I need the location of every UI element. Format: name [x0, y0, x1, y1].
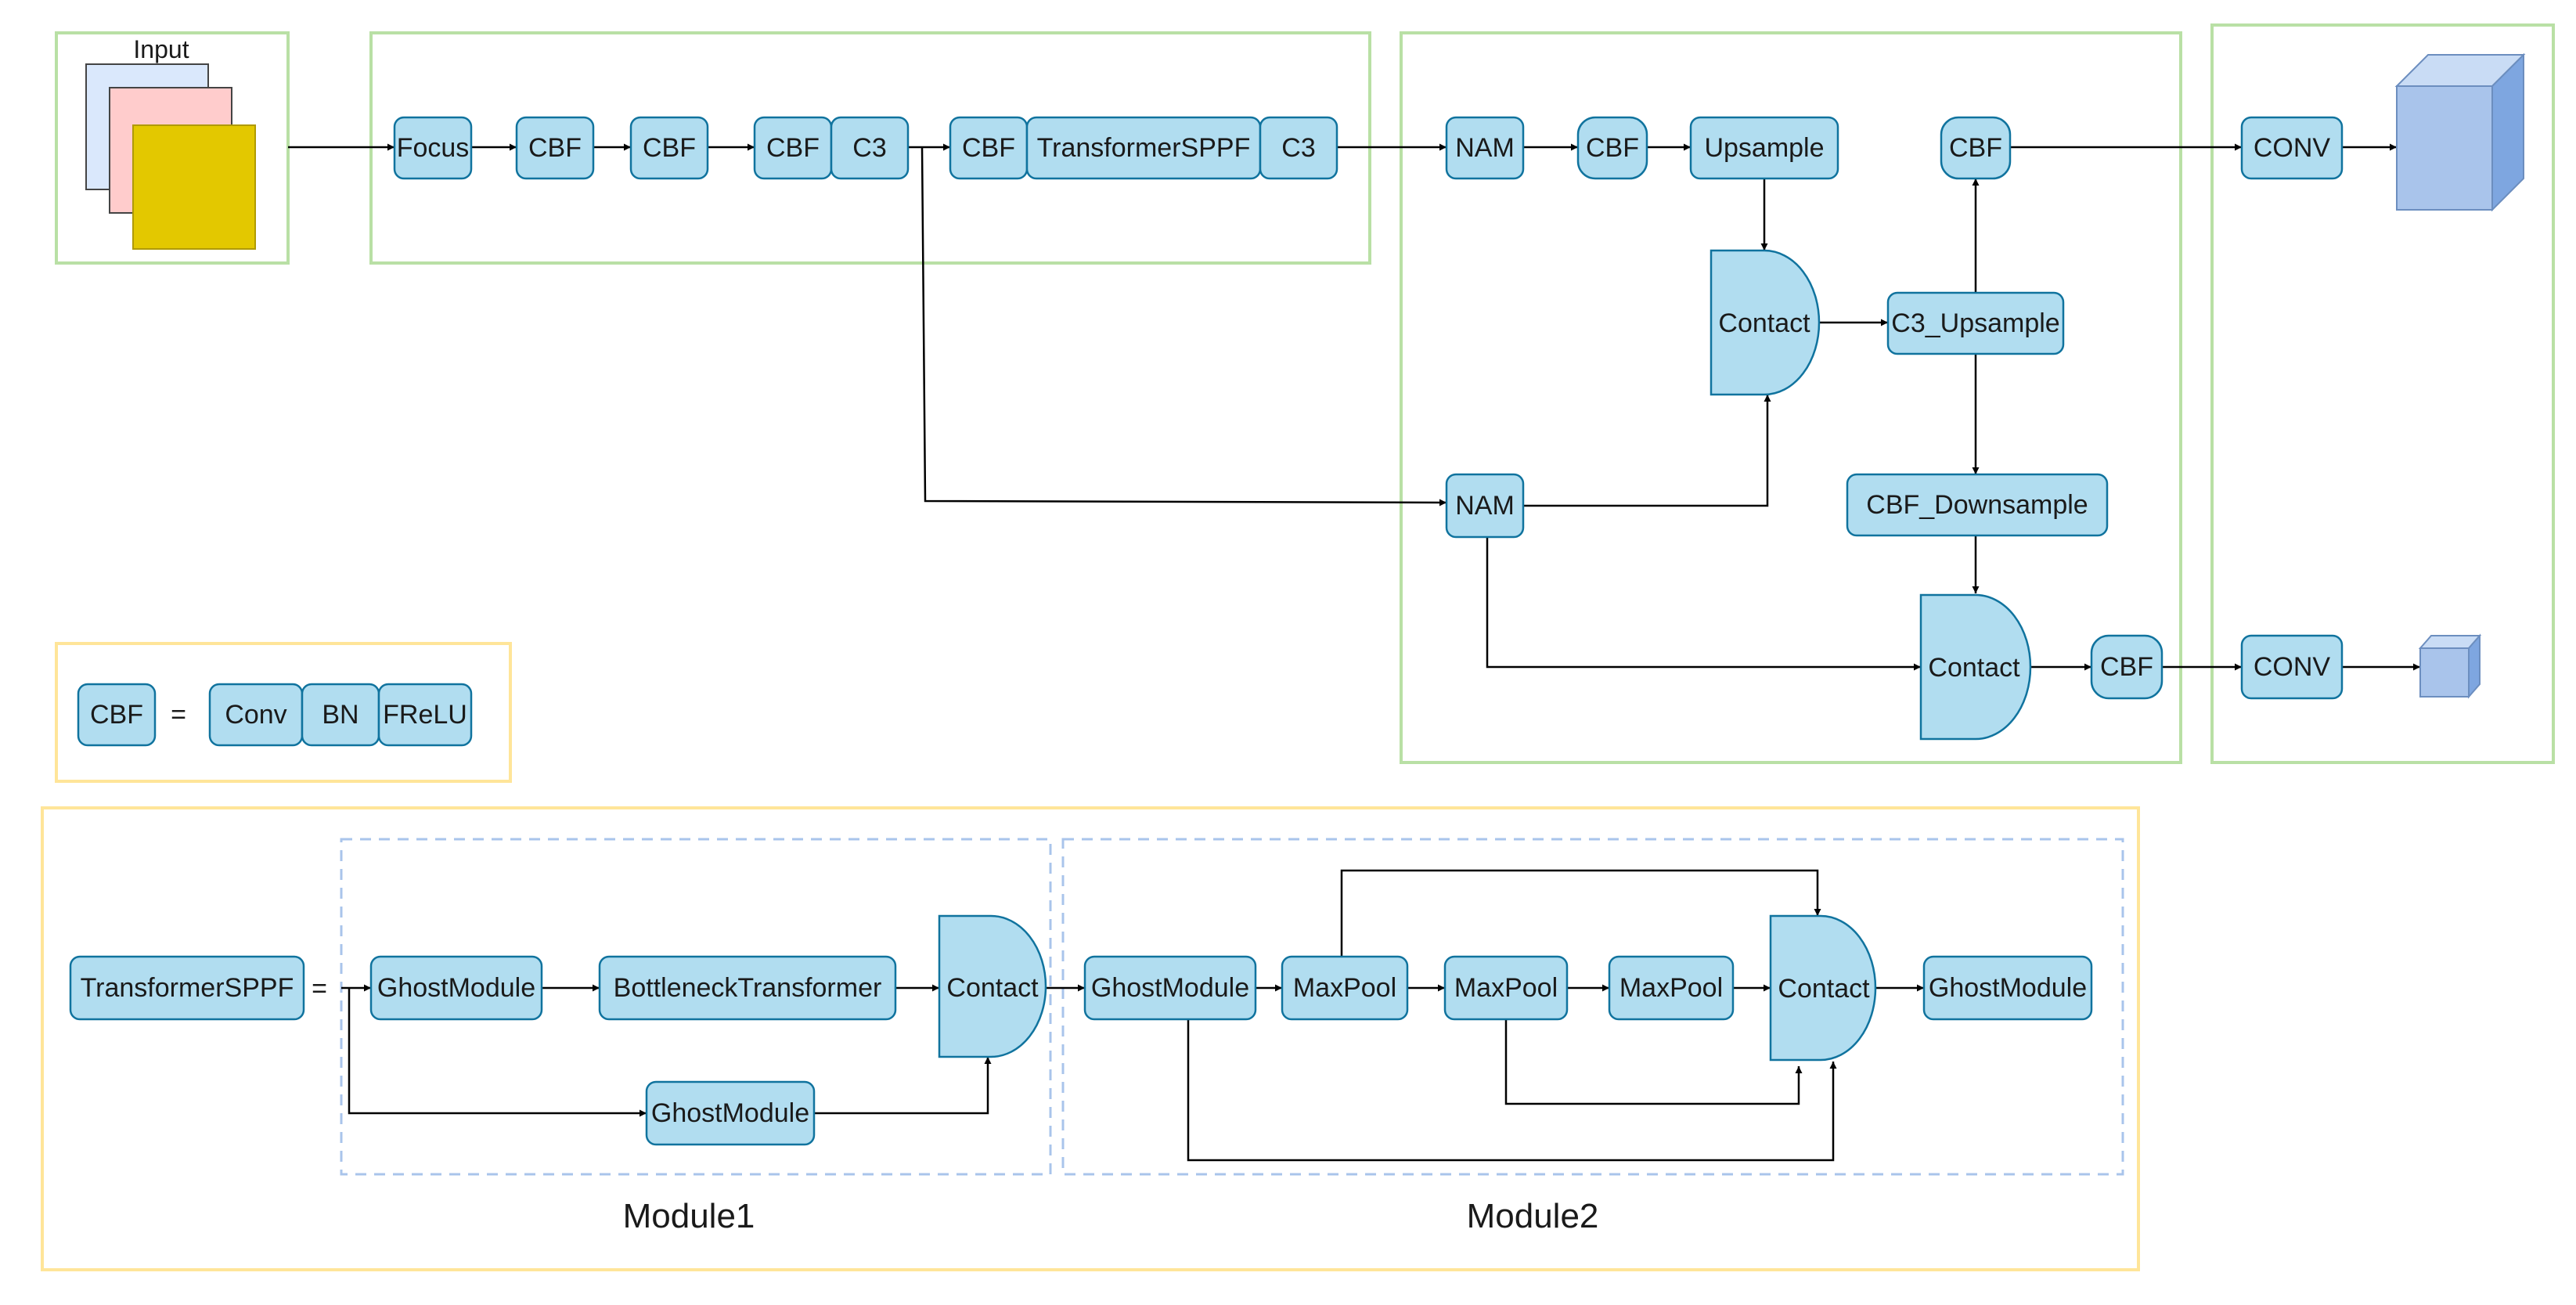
- detail-tsppf-label: TransformerSPPF: [81, 973, 294, 1003]
- edge-c3a-nam2: [921, 146, 1447, 506]
- edge-m1ghost2-m1contact: [814, 1057, 992, 1115]
- cbf-label-1: CBF: [528, 133, 582, 163]
- head-region: [2210, 23, 2555, 764]
- contact-label-1: Contact: [1718, 308, 1810, 338]
- m1-ghostmodule-label-2: GhostModule: [651, 1098, 809, 1128]
- m2-maxpool-label-2: MaxPool: [1454, 973, 1558, 1003]
- m2-contact-node: Contact: [1769, 914, 1877, 1062]
- cbf-label-3: CBF: [766, 133, 820, 163]
- m1-bottleneck-label: BottleneckTransformer: [614, 973, 882, 1003]
- module2-region: [1061, 838, 2124, 1176]
- m2-maxpool-node-2: MaxPool: [1443, 955, 1569, 1021]
- legend-conv-node: Conv: [208, 683, 304, 747]
- nam-label-1: NAM: [1455, 133, 1515, 163]
- m1-contact-label: Contact: [946, 973, 1039, 1003]
- conv-node-1: CONV: [2240, 116, 2344, 180]
- detail-equals: =: [312, 974, 327, 1004]
- upsample-node: Upsample: [1689, 116, 1839, 180]
- legend-bn-label: BN: [322, 700, 358, 730]
- c3-label-1: C3: [852, 133, 886, 163]
- neck-region: [1400, 31, 2182, 764]
- edge-maxpool2-m2contact: [1504, 1019, 1803, 1105]
- cbf-label-5: CBF: [1586, 133, 1639, 163]
- c3-node-1: C3: [830, 116, 910, 180]
- m2-maxpool-label-3: MaxPool: [1619, 973, 1723, 1003]
- legend-frelu-node: FReLU: [377, 683, 473, 747]
- conv-node-2: CONV: [2240, 634, 2344, 700]
- cbf-label-7: CBF: [2100, 652, 2153, 682]
- c3-upsample-node: C3_Upsample: [1886, 291, 2065, 355]
- edge-nam2-contact1: [1523, 395, 1771, 507]
- edge-split-m1ghost2: [348, 988, 647, 1117]
- m2-maxpool-node-1: MaxPool: [1281, 955, 1409, 1021]
- input-label: Input: [133, 35, 189, 63]
- module1-region: [340, 838, 1052, 1176]
- transformersppf-label: TransformerSPPF: [1037, 133, 1251, 163]
- m2-contact-label: Contact: [1778, 974, 1870, 1004]
- c3-upsample-label: C3_Upsample: [1891, 308, 2059, 338]
- m1-ghostmodule-label-1: GhostModule: [377, 973, 535, 1003]
- cbf-node-5: CBF: [1576, 116, 1648, 180]
- m1-bottleneck-node: BottleneckTransformer: [598, 955, 897, 1021]
- cbf-label-2: CBF: [643, 133, 696, 163]
- cbf-node-3: CBF: [753, 116, 833, 180]
- upsample-label: Upsample: [1704, 133, 1824, 163]
- nam-label-2: NAM: [1455, 491, 1515, 521]
- contact-node-1: Contact: [1710, 249, 1821, 396]
- m2-ghostmodule-label-2: GhostModule: [1929, 973, 2087, 1003]
- legend-frelu-label: FReLU: [383, 700, 467, 730]
- m1-contact-node: Contact: [938, 914, 1047, 1058]
- edge-m2ghost1-m2contact: [1187, 1019, 1837, 1162]
- legend-cbf-node: CBF: [77, 683, 157, 747]
- cbf-label-4: CBF: [962, 133, 1015, 163]
- output-cube-small: [2418, 633, 2482, 699]
- m2-maxpool-label-1: MaxPool: [1293, 973, 1396, 1003]
- cbf-node-7: CBF: [2090, 634, 2163, 700]
- cbf-downsample-label: CBF_Downsample: [1866, 490, 2088, 520]
- legend-cbf-label: CBF: [90, 700, 143, 730]
- cbf-downsample-node: CBF_Downsample: [1846, 473, 2109, 537]
- contact-label-2: Contact: [1928, 653, 2020, 683]
- conv-label-1: CONV: [2254, 133, 2331, 163]
- cbf-node-1: CBF: [515, 116, 595, 180]
- legend-conv-label: Conv: [225, 700, 286, 730]
- edge-nam2-contact2: [1486, 537, 1921, 671]
- module1-label: Module1: [623, 1197, 755, 1235]
- legend-equals: =: [171, 700, 186, 730]
- transformersppf-node: TransformerSPPF: [1025, 116, 1262, 180]
- legend-bn-node: BN: [301, 683, 380, 747]
- focus-node: Focus: [393, 116, 473, 180]
- input-layer-yellow: [132, 124, 256, 250]
- cbf-node-2: CBF: [629, 116, 709, 180]
- conv-label-2: CONV: [2254, 652, 2331, 682]
- m1-ghostmodule-node-1: GhostModule: [369, 955, 543, 1021]
- m2-maxpool-node-3: MaxPool: [1608, 955, 1735, 1021]
- edge-maxpool1-m2contact: [1340, 869, 1821, 957]
- detail-region: [41, 806, 2140, 1271]
- c3-label-2: C3: [1281, 133, 1315, 163]
- cbf-node-6: CBF: [1940, 116, 2012, 180]
- module2-label: Module2: [1467, 1197, 1599, 1235]
- m2-ghostmodule-label-1: GhostModule: [1091, 973, 1249, 1003]
- focus-label: Focus: [397, 133, 470, 163]
- legend-region: [55, 642, 512, 783]
- c3-node-2: C3: [1259, 116, 1338, 180]
- cbf-label-6: CBF: [1949, 133, 2002, 163]
- m2-ghostmodule-node-1: GhostModule: [1083, 955, 1257, 1021]
- nam-node-2: NAM: [1445, 473, 1525, 539]
- detail-tsppf-node: TransformerSPPF: [69, 955, 305, 1021]
- m1-ghostmodule-node-2: GhostModule: [645, 1080, 816, 1146]
- contact-node-2: Contact: [1919, 593, 2032, 741]
- output-cube-large: [2394, 52, 2526, 212]
- nam-node-1: NAM: [1445, 116, 1525, 180]
- m2-ghostmodule-node-2: GhostModule: [1922, 955, 2093, 1021]
- cbf-node-4: CBF: [949, 116, 1029, 180]
